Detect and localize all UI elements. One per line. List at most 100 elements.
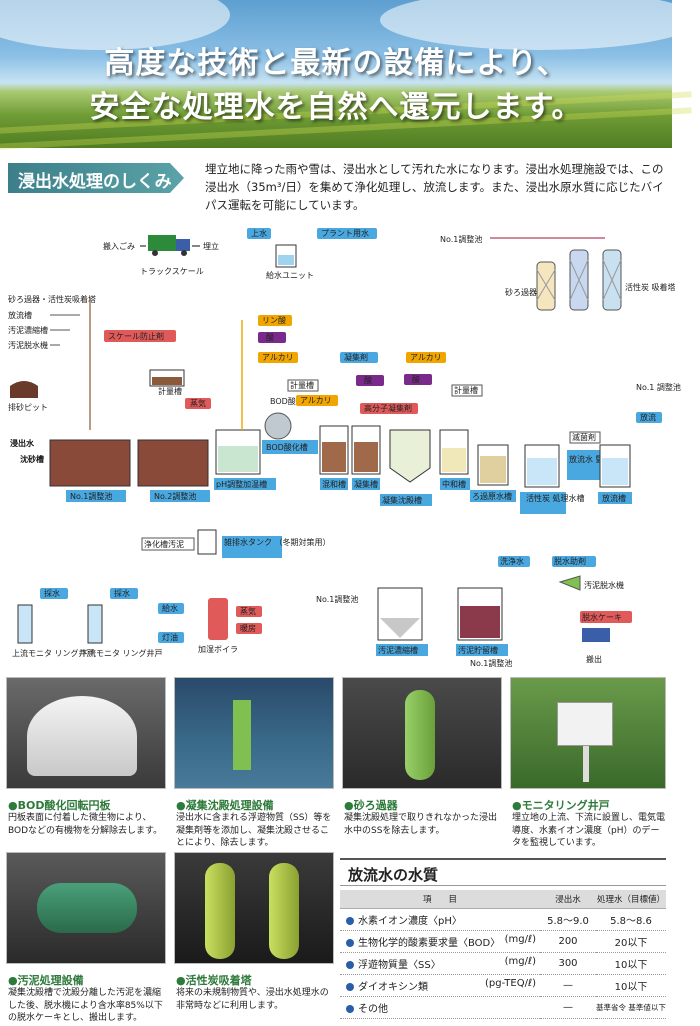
row-target: 20以下: [596, 930, 666, 953]
label-touyu: 灯油: [162, 632, 178, 642]
label-no1-mid: No.1調整池: [316, 594, 358, 604]
caption-title: ●モニタリング井戸: [512, 799, 610, 812]
label-sensui: 洗浄水: [500, 556, 524, 566]
label-kobunshi: 高分子凝集剤: [364, 403, 412, 413]
chinden-tag: [380, 494, 432, 506]
bullet-dot: [346, 1004, 354, 1013]
caption-title: ●凝集沈殿処理設備: [176, 799, 274, 812]
kaihaisui-tank: [197, 529, 217, 555]
label-houryu-tank: 放流槽: [602, 493, 626, 503]
table-header-row: 項 目 浸出水 処理水（目標値）: [340, 890, 666, 909]
section-intro: 埋立地に降った雨や雪は、浸出水として汚れた水になります。浸出水処理施設では、この…: [205, 162, 664, 212]
table-row: ダイオキシン類(pg-TEQ/ℓ) — 10以下: [340, 974, 666, 997]
carbon-water-fill: [527, 458, 557, 485]
row-target: 5.8〜8.6: [596, 908, 666, 931]
label-no1-right: No.1 調整池: [636, 382, 681, 392]
caption-text: 凝集沈殿処理で取りきれなかった浸出水中のSSを除去します。: [344, 813, 498, 836]
label-alkali2: アルカリ: [300, 396, 332, 405]
caption-title: ●BOD酸化回転円板: [8, 799, 111, 812]
keiryou2-tag: [287, 379, 319, 392]
kobunshi-tag: [360, 403, 418, 414]
table-row: 生物化学的酸素要求量〈BOD〉(mg/ℓ) 200 20以下: [340, 930, 666, 953]
label-truck-scale: トラックスケール: [140, 267, 204, 276]
gyoshu-tank-tag: [352, 478, 380, 490]
label-legend-odei-nou: 汚泥濃縮槽: [8, 325, 48, 335]
label-umetate: 埋立: [203, 241, 219, 251]
caption-text: 円板表面に付着した微生物により、BODなどの有機物を分解除去します。: [8, 813, 163, 836]
ph-tank-tag: [214, 478, 276, 490]
caption-text: 将来の未規制物質や、浸出水処理水の非常時などに利用します。: [176, 988, 329, 1011]
label-no1-pond: No.1調整池: [70, 491, 112, 501]
row-raw: 5.8〜9.0: [540, 908, 596, 931]
row-item: 浮遊物質量〈SS〉: [358, 959, 441, 971]
label-alkali1: アルカリ: [262, 353, 294, 362]
row-unit: (mg/ℓ): [504, 933, 536, 945]
hero-title-line2: 安全な処理水を自然へ還元します。: [89, 90, 583, 125]
bullet-dot: [346, 982, 354, 991]
header-raw: 浸出水: [540, 890, 596, 909]
process-diagram-svg: 搬入ごみ 埋立 トラックスケール 上水 プラント用水 給水ユニット No.1調整…: [8, 228, 681, 668]
jouki-tag: [185, 398, 211, 409]
label-odei-nousyuku: 汚泥濃縮槽: [378, 645, 418, 655]
keiryou3-tag: [451, 384, 483, 397]
ph-tank-fill: [218, 446, 258, 472]
konwa-fill: [322, 442, 346, 472]
haisa-pit: [10, 381, 38, 398]
rogen-tag: [470, 490, 516, 502]
row-item: その他: [358, 1003, 388, 1015]
label-gyoshu: 凝集剤: [344, 352, 368, 362]
cake-tag: [580, 611, 632, 623]
danbou-tag: [236, 623, 262, 634]
label-bod-tank: BOD酸化槽: [266, 442, 308, 452]
hero-banner: 高度な技術と最新の設備により、 安全な処理水を自然へ還元します。: [0, 0, 700, 151]
gyoshu-fill: [354, 442, 378, 472]
photo-carbon: [174, 852, 334, 964]
san2-tag: [356, 375, 384, 386]
photo-monitoring-well: [510, 677, 666, 789]
label-chinden: 凝集沈殿槽: [382, 495, 422, 505]
enso-tag: [569, 431, 601, 444]
photo-shape: [205, 863, 235, 959]
label-chinsachi: 沈砂槽: [20, 454, 44, 464]
label-hannyu: 搬入ごみ: [103, 241, 135, 251]
saisui2-tag: [110, 588, 138, 599]
caption-title: ●汚泥処理設備: [8, 974, 84, 987]
photo-shape: [583, 746, 589, 782]
row-unit: (mg/ℓ): [504, 955, 536, 967]
row-item-cell: その他: [340, 996, 540, 1019]
chuwa-fill: [442, 448, 466, 472]
kaihaisui-tag: [222, 536, 282, 558]
label-haisa-pit: 排砂ピット: [8, 402, 48, 412]
gyoshu-tag: [340, 352, 378, 363]
filter-towers: [536, 249, 622, 311]
label-jouryu-well: 上流モニタ リング井戸: [12, 648, 95, 658]
sand-filter-vessel: [536, 261, 556, 311]
label-jousui: 上水: [251, 228, 267, 238]
row-target: 10以下: [596, 974, 666, 997]
no2-pond: [137, 439, 209, 487]
row-target: 10以下: [596, 952, 666, 975]
photo-odei: [6, 852, 166, 964]
odei-nousyuku-tag: [376, 644, 428, 656]
chinden-tank: [389, 429, 431, 483]
label-plant: プラント用水: [321, 228, 369, 238]
row-item: ダイオキシン類: [358, 981, 428, 993]
label-chuwa: 中和槽: [442, 479, 466, 489]
label-carbon-water: 活性炭 処理水槽: [526, 493, 585, 503]
alkali3-tag: [406, 352, 446, 363]
jousui-tag: [247, 228, 271, 239]
kanshi-tag: [567, 450, 601, 480]
label-enso: 滅菌剤: [572, 432, 596, 442]
konwa-tag: [320, 478, 348, 490]
row-item: 水素イオン濃度〈pH〉: [358, 915, 462, 927]
odei-chozou-fill: [460, 606, 500, 638]
alkali1-tag: [258, 352, 298, 363]
label-jouki: 蒸気: [190, 398, 206, 408]
quality-title: 放流水の水質: [340, 858, 666, 886]
cake-truck: [582, 628, 610, 642]
photo-shape: [27, 696, 137, 776]
label-san3: 酸: [412, 374, 420, 384]
label-kyusui: 給水: [162, 603, 178, 613]
jouryu-well: [17, 604, 33, 644]
label-gyoshu-tank: 凝集槽: [354, 479, 378, 489]
